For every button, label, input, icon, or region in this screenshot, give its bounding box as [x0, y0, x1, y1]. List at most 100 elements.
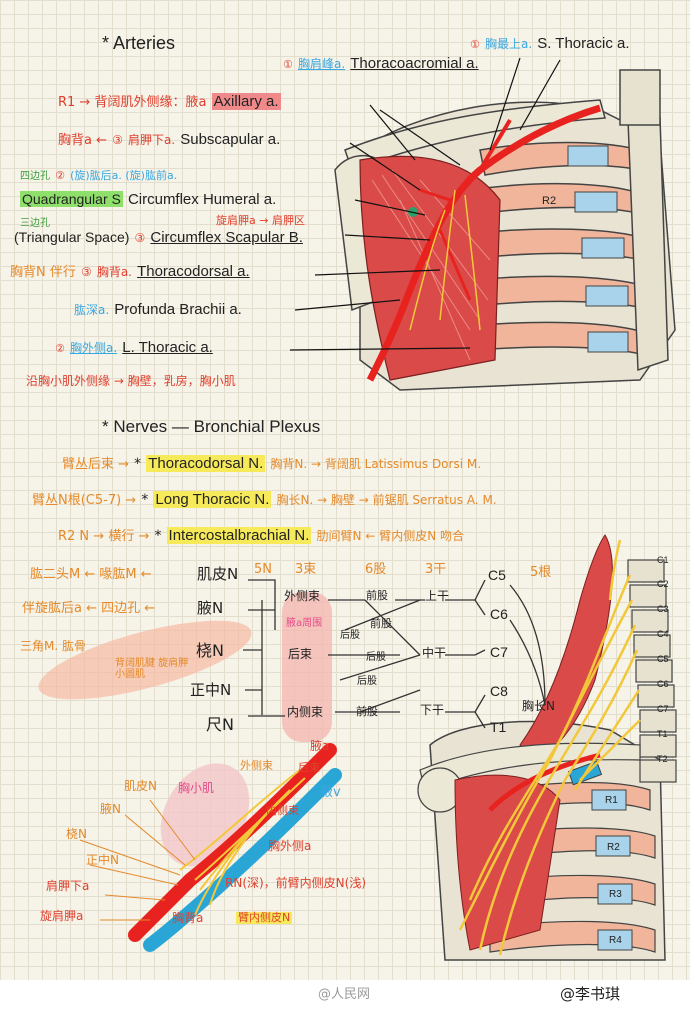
subscapular-en: Subscapular a.: [180, 131, 281, 148]
circumflex-number: ②: [55, 169, 65, 182]
quadrangular-cn: 四边孔: [20, 171, 50, 182]
axillary-artery-around: 腋a周围: [286, 618, 323, 629]
thoracoacromial-label: ① 胸肩峰a. Thoracoacromial a.: [283, 54, 479, 73]
rib-label-r2: R2: [542, 195, 557, 207]
s-thoracic-label: ① 胸最上a. S. Thoracic a.: [470, 34, 630, 53]
nerve-row-long-thoracic: 臂丛N根(C5-7) → * Long Thoracic N. 胸长N. → 胸…: [32, 491, 497, 508]
root-c7: C7: [490, 644, 508, 660]
thoracodorsal-cn: 胸背a.: [96, 265, 132, 279]
rib-r4: R4: [609, 935, 622, 946]
s-thoracic-number: ①: [470, 38, 480, 51]
rib-r2: R2: [607, 842, 620, 853]
posterior-division-3: 后股: [357, 676, 377, 687]
subscapular-left-cn: 胸背a ←: [58, 133, 107, 148]
lateral-cord: 外侧束: [284, 589, 321, 603]
long-thoracic-nerve-en: Long Thoracic N.: [153, 491, 272, 508]
triangular-space-en: (Triangular Space): [14, 229, 130, 245]
author-signature: @李书琪: [560, 985, 621, 1003]
middle-trunk: 中干: [422, 646, 447, 660]
arm-radial-note: RN(深)，前臂内侧皮N(浅): [225, 876, 367, 890]
long-thoracic-nerve-label: 胸长N: [522, 699, 555, 713]
col-3-trunks: 3干: [425, 562, 447, 577]
circumflex-scapular-number: ③: [134, 231, 146, 245]
posterior-division-2: 后股: [366, 652, 386, 663]
thorax-artery-illustration: [289, 57, 676, 391]
arm-axillary-artery: 腋a: [310, 739, 330, 753]
vert-c5: C5: [657, 654, 669, 664]
thorax-nerve-illustration: [417, 534, 677, 961]
s-thoracic-cn: 胸最上a.: [484, 37, 533, 51]
lateral-thoracic-en: L. Thoracic a.: [122, 339, 213, 356]
lateral-thoracic-cn: 胸外侧a.: [69, 341, 118, 355]
nerves-heading: * Nerves — Bronchial Plexus: [102, 417, 321, 436]
musculocutaneous-nerve: 肌皮N: [197, 565, 239, 583]
footer-bar: [0, 980, 690, 1011]
thoracodorsal-left-cn: 胸背N 伴行: [10, 265, 76, 280]
lower-trunk: 下干: [420, 703, 445, 717]
axillary-artery-row: R1 → 背阔肌外侧缘：腋a Axillary a.: [58, 92, 281, 111]
upper-trunk: 上干: [425, 589, 450, 603]
col-6-divisions: 6股: [365, 562, 387, 577]
vert-c7: C7: [657, 704, 669, 714]
arm-axillary-vein: 腋v: [320, 785, 341, 800]
root-t1: T1: [490, 719, 507, 735]
median-nerve: 正中N: [190, 681, 232, 699]
arm-medial-cord: 内侧束: [266, 804, 299, 817]
circumflex-humeral-row: Quadrangular S Circumflex Humeral a.: [20, 190, 276, 209]
thoracodorsal-en: Thoracodorsal a.: [137, 263, 250, 280]
subscapular-number: ③: [112, 133, 123, 147]
vert-c3: C3: [657, 604, 669, 614]
circumflex-scapular-row: (Triangular Space) ③ Circumflex Scapular…: [14, 228, 303, 247]
vert-t2: T2: [657, 754, 668, 764]
root-c6: C6: [490, 606, 508, 622]
lateral-thoracic-number: ②: [55, 342, 65, 355]
ulnar-nerve: 尺N: [206, 715, 234, 734]
profunda-row: 肱深a. Profunda Brachii a.: [74, 300, 242, 319]
nerve-row-intercostobrachial: R2 N → 横行 → * Intercostalbrachial N. 肋间臂…: [58, 527, 464, 544]
profunda-cn: 肱深a.: [74, 303, 110, 317]
thoracoacromial-en: Thoracoacromial a.: [350, 55, 479, 72]
brachial-plexus-diagram: [38, 579, 546, 742]
vert-c1: C1: [657, 555, 669, 565]
quadrangular-space-en: Quadrangular S: [20, 191, 123, 207]
arm-vessel-illustration: [79, 743, 342, 952]
vert-c4: C4: [657, 629, 669, 639]
col-3-cords: 3束: [295, 562, 317, 577]
arteries-heading: * Arteries: [102, 33, 176, 53]
anterior-division-1: 前股: [366, 589, 388, 602]
thoracodorsal-number: ③: [80, 265, 92, 279]
vert-t1: T1: [657, 729, 668, 739]
arm-subscapular-artery: 肩胛下a: [46, 879, 90, 893]
thoracodorsal-nerve-en: Thoracodorsal N.: [146, 455, 266, 472]
circumflex-humeral-en: Circumflex Humeral a.: [127, 191, 277, 208]
subscapular-cn: 肩胛下a.: [127, 133, 176, 147]
intercostobrachial-nerve-en: Intercostalbrachial N.: [166, 527, 312, 544]
circumflex-scapular-en: Circumflex Scapular B.: [150, 229, 303, 246]
radial-nerve: 桡N: [196, 641, 224, 660]
posterior-division-1: 后股: [340, 630, 360, 641]
anterior-division-3: 前股: [356, 705, 378, 718]
arm-posterior-cord: 后束: [298, 761, 320, 774]
rib-r1: R1: [605, 795, 618, 806]
arm-thoracodorsal: 胸背a: [172, 911, 204, 925]
r1-border-text: R1 → 背阔肌外侧缘：腋a: [58, 95, 207, 110]
triangular-space-cn: 三边孔: [20, 218, 50, 229]
thoracoacromial-number: ①: [283, 58, 293, 71]
axillary-artery-en: Axillary a.: [211, 93, 281, 110]
col-5n: 5N: [254, 562, 272, 577]
axillary-nerve: 腋N: [197, 599, 224, 617]
col-5-roots: 5根: [530, 565, 552, 580]
arm-medial-brachial-cutaneous: 臂内侧皮N: [236, 911, 293, 925]
subscapular-row: 胸背a ← ③ 肩胛下a. Subscapular a.: [58, 130, 280, 149]
profunda-en: Profunda Brachii a.: [114, 301, 242, 318]
posterior-cord: 后束: [288, 647, 313, 661]
arm-musculocutaneous: 肌皮N: [124, 779, 157, 793]
root-c5: C5: [488, 567, 506, 583]
circumflex-scapular-cn: 旋肩胛a → 肩胛区: [216, 214, 305, 227]
axillary-nerve-left: 伴旋肱后a ← 四边孔 ←: [22, 601, 156, 616]
arm-circumflex-scapular: 旋肩胛a: [40, 909, 84, 923]
nerve-row-thoracodorsal: 臂丛后束 → * Thoracodorsal N. 胸背N. → 背阔肌 Lat…: [62, 455, 482, 472]
arm-lateral-cord: 外侧束: [240, 759, 273, 772]
root-c8: C8: [490, 683, 508, 699]
